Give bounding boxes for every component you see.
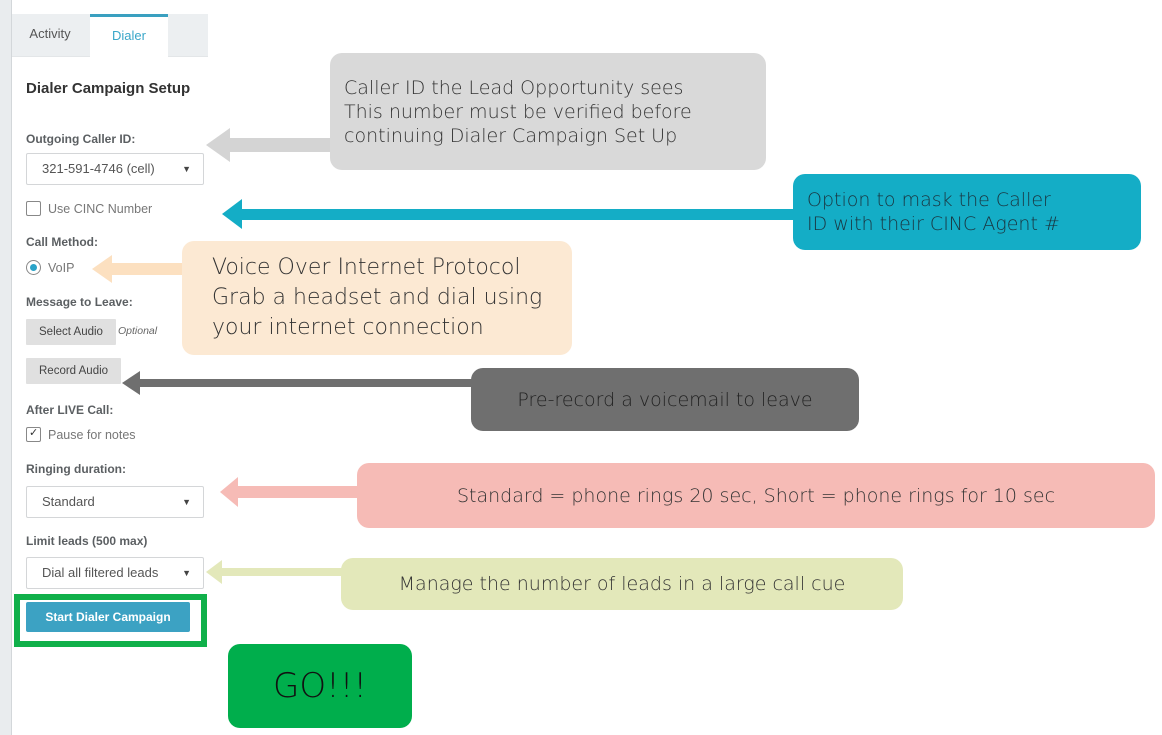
record-audio-button[interactable]: Record Audio [26, 358, 122, 384]
panel-title: Dialer Campaign Setup [26, 80, 191, 97]
arrow-left-icon [222, 199, 794, 229]
tab-activity[interactable]: Activity [29, 26, 71, 41]
tab-dialer[interactable]: Dialer [90, 14, 168, 57]
callout-caller-id: Caller ID the Lead Opportunity sees This… [330, 53, 766, 170]
pause-for-notes-label: Pause for notes [48, 427, 136, 442]
radio-selected-icon[interactable] [26, 260, 41, 275]
callout-cinc-mask: Option to mask the Caller ID with their … [793, 174, 1141, 250]
voip-label: VoIP [48, 260, 75, 275]
use-cinc-number-checkbox[interactable]: Use CINC Number [26, 201, 152, 216]
message-to-leave-label: Message to Leave: [26, 295, 133, 309]
optional-hint: Optional [118, 325, 158, 337]
limit-leads-value: Dial all filtered leads [42, 565, 159, 580]
callout-go-text: GO!!! [273, 666, 367, 706]
checkbox-checked-icon[interactable] [26, 426, 41, 442]
limit-leads-select[interactable]: Dial all filtered leads ▼ [26, 557, 204, 589]
callout-ringing-text: Standard = phone rings 20 sec, Short = p… [456, 484, 1056, 507]
pause-for-notes-checkbox[interactable]: Pause for notes [26, 426, 136, 442]
callout-voip-text: Voice Over Internet Protocol Grab a head… [212, 255, 543, 340]
callout-limit-leads-text: Manage the number of leads in a large ca… [398, 573, 846, 595]
after-live-call-label: After LIVE Call: [26, 403, 114, 417]
ringing-duration-value: Standard [42, 494, 95, 509]
outgoing-caller-id-select[interactable]: 321-591-4746 (cell) ▼ [26, 153, 204, 185]
arrow-left-icon [122, 371, 474, 395]
arrow-left-icon [206, 560, 344, 584]
callout-record: Pre-record a voicemail to leave [471, 368, 859, 431]
left-gutter [0, 0, 12, 735]
callout-cinc-mask-text: Option to mask the Caller ID with their … [807, 189, 1060, 235]
start-button-highlight-frame [14, 594, 207, 647]
dialer-panel: Dialer Campaign Setup Outgoing Caller ID… [13, 57, 209, 735]
arrow-left-icon [92, 255, 184, 283]
limit-leads-label: Limit leads (500 max) [26, 534, 148, 548]
chevron-down-icon: ▼ [182, 497, 191, 507]
ringing-duration-label: Ringing duration: [26, 462, 126, 476]
use-cinc-number-label: Use CINC Number [48, 201, 153, 216]
arrow-left-icon [206, 128, 332, 162]
tab-bar: Activity Dialer [12, 14, 208, 57]
select-audio-button[interactable]: Select Audio [26, 319, 116, 345]
checkbox-icon[interactable] [26, 201, 41, 216]
call-method-label: Call Method: [26, 235, 98, 249]
voip-radio[interactable]: VoIP [26, 260, 74, 275]
outgoing-caller-id-label: Outgoing Caller ID: [26, 132, 136, 146]
callout-record-text: Pre-record a voicemail to leave [517, 388, 813, 411]
callout-go: GO!!! [228, 644, 412, 728]
callout-limit-leads: Manage the number of leads in a large ca… [341, 558, 903, 610]
arrow-left-icon [220, 477, 358, 507]
ringing-duration-select[interactable]: Standard ▼ [26, 486, 204, 518]
callout-voip: Voice Over Internet Protocol Grab a head… [182, 241, 572, 355]
callout-ringing: Standard = phone rings 20 sec, Short = p… [357, 463, 1155, 528]
start-dialer-campaign-button[interactable]: Start Dialer Campaign [26, 602, 190, 632]
chevron-down-icon: ▼ [182, 568, 191, 578]
outgoing-caller-id-value: 321-591-4746 (cell) [42, 161, 155, 176]
callout-caller-id-text: Caller ID the Lead Opportunity sees This… [344, 76, 692, 147]
chevron-down-icon: ▼ [182, 164, 191, 174]
